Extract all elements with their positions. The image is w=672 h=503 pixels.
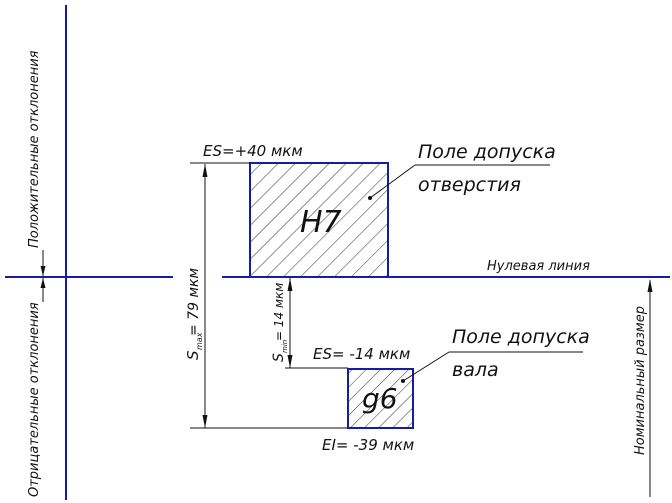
smin-symbol: S (271, 353, 287, 362)
shaft-leader-line (402, 351, 450, 382)
smax-arrowhead-bottom (202, 415, 208, 428)
hole-field-title-line2: отверстия (418, 174, 521, 196)
negative-axis-label: Отрицательные отклонения (27, 302, 42, 497)
positive-axis-label: Положительные отклонения (27, 50, 42, 248)
shaft-tolerance-field (347, 368, 414, 429)
shaft-field-title-line2: вала (452, 359, 499, 381)
positive-arrowhead (40, 266, 46, 276)
smax-subscript: max (195, 332, 204, 350)
nominal-size-arrowhead (647, 279, 653, 292)
shaft-lower-deviation: EI= -39 мкм (322, 436, 414, 454)
negative-arrowhead (40, 278, 46, 288)
smax-value: = 79 мкм (186, 268, 202, 336)
smax-arrowhead-top (202, 164, 208, 177)
smin-arrowhead-top (287, 278, 293, 291)
smax-label: S max = 79 мкм (184, 268, 204, 360)
smin-arrowhead-bottom (287, 355, 293, 368)
shaft-upper-deviation: ES= -14 мкм (313, 345, 410, 363)
hole-leader-line (369, 164, 416, 199)
smax-symbol: S (184, 350, 202, 360)
hole-grade-label: H7 (300, 205, 342, 240)
zero-line-label: Нулевая линия (487, 259, 590, 274)
hole-tolerance-field (249, 162, 389, 278)
hole-upper-deviation: ES=+40 мкм (203, 142, 303, 160)
hole-field-title-line1: Поле допуска (418, 141, 556, 163)
nominal-size-label: Номинальный размер (633, 306, 648, 455)
smin-label: S min = 14 мкм (271, 283, 289, 362)
smin-subscript: min (281, 340, 289, 353)
shaft-field-title-line1: Поле допуска (452, 326, 590, 348)
smin-value: = 14 мкм (272, 283, 286, 341)
shaft-grade-label: g6 (362, 382, 398, 415)
